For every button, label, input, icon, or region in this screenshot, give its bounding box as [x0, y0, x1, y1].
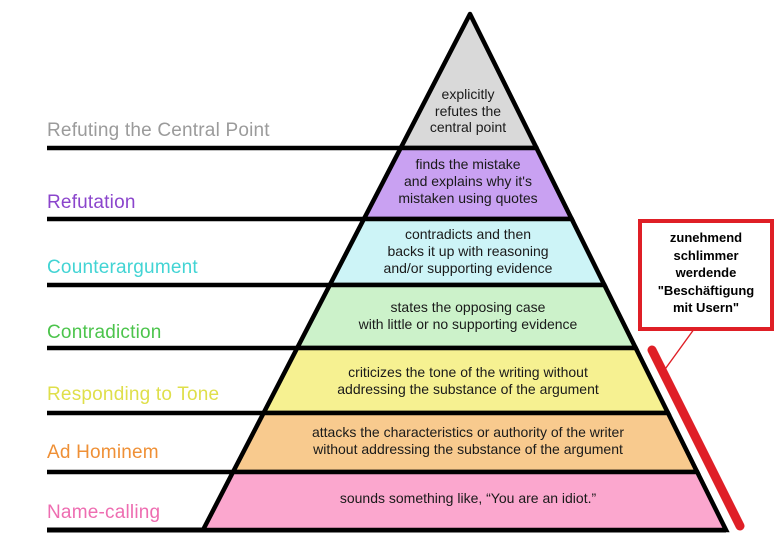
label-refutation: Refutation: [47, 192, 136, 213]
band-text-line: finds the mistake: [415, 156, 521, 172]
annotation-line: schlimmer: [673, 247, 739, 263]
band-text-counterargument: contradicts and then backs it up with re…: [384, 226, 553, 277]
band-text-line: mistaken using quotes: [398, 190, 538, 206]
band-text-line: refutes the: [434, 102, 502, 119]
band-text-contradiction: states the opposing case with little or …: [359, 299, 578, 333]
label-responding-to-tone: Responding to Tone: [47, 384, 220, 405]
label-name-calling: Name-calling: [47, 502, 161, 523]
annotation-line: mit Usern": [672, 300, 740, 315]
annotation-connector-line: [662, 324, 698, 373]
band-text-line: with little or no supporting evidence: [358, 316, 578, 332]
annotation-line: "Beschäftigung: [657, 282, 755, 298]
band-text-line: sounds something like, “You are an idiot…: [339, 490, 597, 506]
band-text-ad-hominem: attacks the characteristics or authority…: [312, 424, 624, 458]
label-contradiction: Contradiction: [47, 322, 162, 343]
band-text-refutation: finds the mistake and explains why it's …: [398, 156, 537, 207]
band-text-line: and explains why it's: [404, 173, 532, 189]
band-text-line: states the opposing case: [390, 299, 546, 315]
band-text-responding-to-tone: criticizes the tone of the writing witho…: [337, 364, 599, 398]
band-text-line: attacks the characteristics or authority…: [311, 424, 625, 440]
band-text-line: addressing the substance of the argument: [337, 381, 599, 397]
annotation-line: zunehmend: [669, 230, 743, 245]
band-name-calling: [199, 469, 730, 533]
band-text-line: criticizes the tone of the writing witho…: [348, 364, 588, 380]
band-text-line: central point: [429, 119, 507, 135]
label-ad-hominem: Ad Hominem: [47, 442, 159, 463]
band-text-line: contradicts and then: [404, 226, 532, 242]
band-text-line: explicitly: [441, 86, 495, 102]
red-emphasis-stroke: [647, 345, 745, 531]
band-text-name-calling: sounds something like, “You are an idiot…: [340, 490, 596, 507]
annotation-callout-box: zunehmend schlimmer werdende "Beschäftig…: [638, 219, 774, 331]
annotation-line: werdende: [675, 265, 737, 280]
label-refuting-central-point: Refuting the Central Point: [47, 120, 270, 141]
band-text-line: backs it up with reasoning: [387, 243, 549, 259]
band-text-line: without addressing the substance of the …: [313, 441, 623, 457]
band-text-refuting-central-point: explicitly refutes the central point: [430, 86, 506, 136]
band-text-line: and/or supporting evidence: [383, 260, 553, 276]
label-counterargument: Counterargument: [47, 257, 198, 278]
